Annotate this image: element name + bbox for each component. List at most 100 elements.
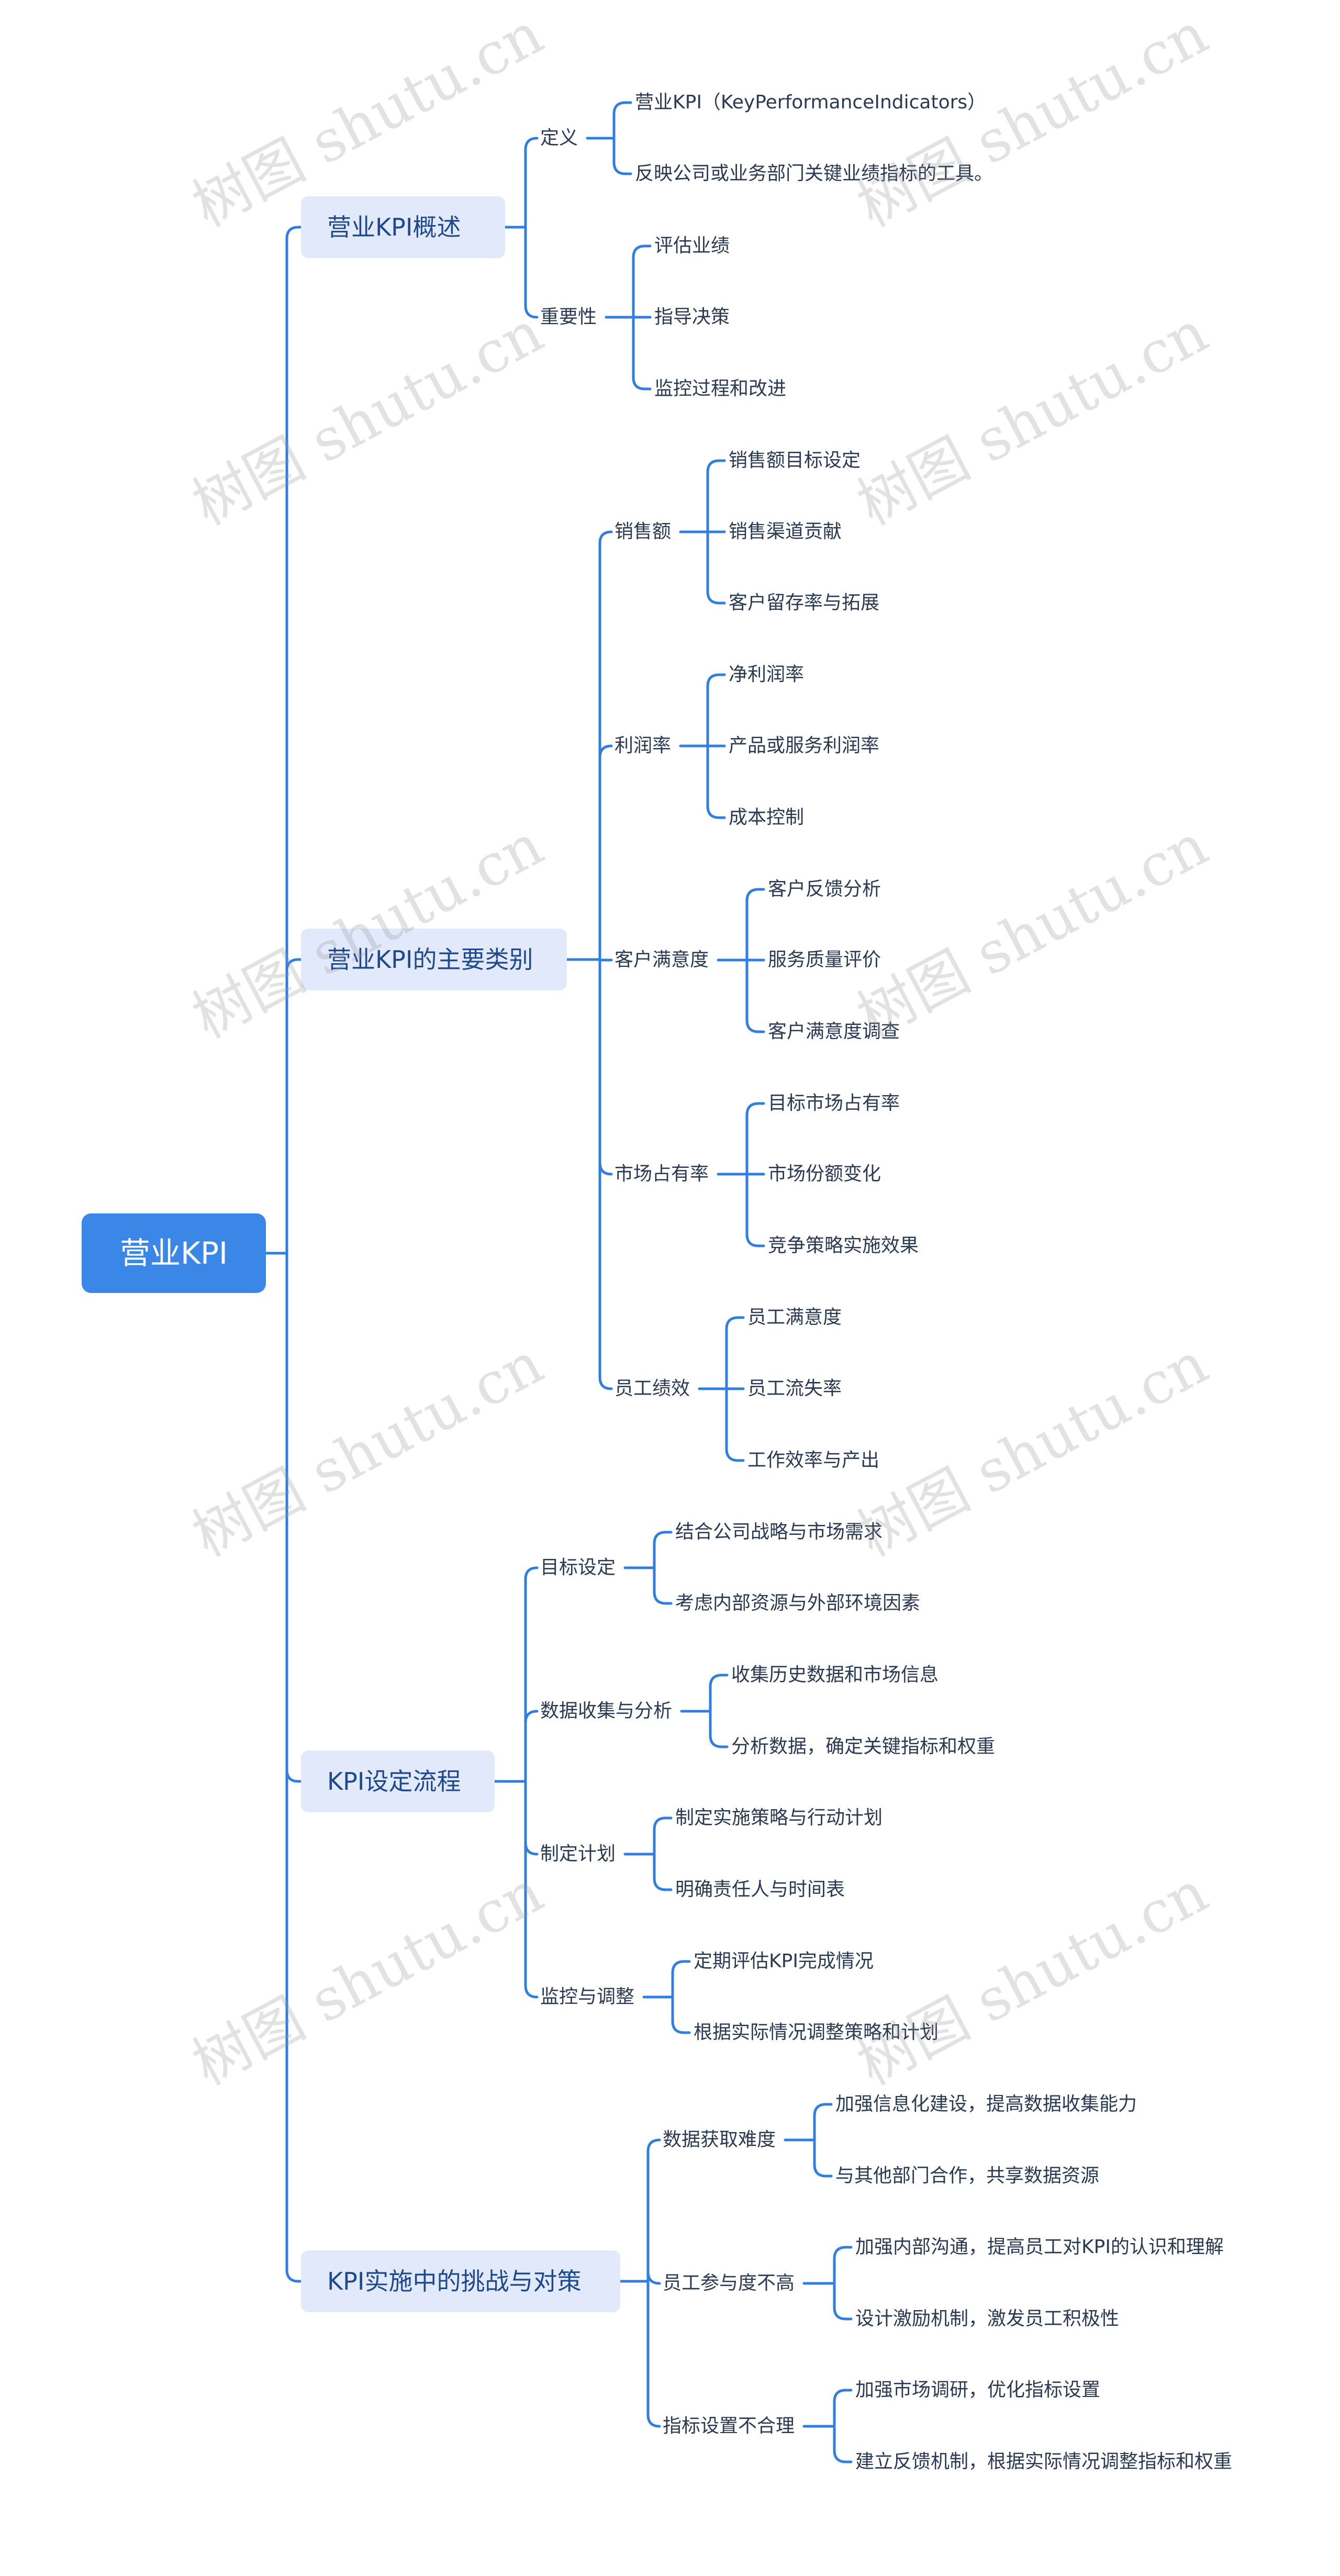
- connector-line: [706, 459, 726, 474]
- category-node[interactable]: 定义: [540, 127, 578, 149]
- connector-line: [833, 2449, 853, 2463]
- connector-line: [285, 226, 303, 240]
- connector-line: [598, 1161, 613, 1176]
- connector-line: [632, 376, 652, 391]
- connector-line: [653, 1816, 673, 1831]
- connector-line: [598, 744, 613, 759]
- category-node[interactable]: 监控与调整: [540, 1986, 635, 2008]
- connector-line: [833, 2246, 853, 2260]
- connector-line: [745, 1019, 765, 1033]
- category-node[interactable]: 重要性: [540, 306, 597, 328]
- leaf-node[interactable]: 建立反馈机制，根据实际情况调整指标和权重: [855, 2451, 1233, 2472]
- connector-line: [671, 1960, 691, 1975]
- connector-line: [833, 2306, 853, 2321]
- leaf-node[interactable]: 根据实际情况调整策略和计划: [694, 2022, 939, 2043]
- connector-line: [725, 1447, 745, 1462]
- connector-line: [524, 1566, 539, 1581]
- leaf-node[interactable]: 成本控制: [729, 807, 805, 828]
- category-node[interactable]: 利润率: [615, 735, 672, 756]
- leaf-node[interactable]: 加强市场调研，优化指标设置: [855, 2379, 1101, 2401]
- category-node[interactable]: 销售额: [615, 521, 672, 542]
- leaf-node[interactable]: 员工满意度: [747, 1307, 842, 1328]
- leaf-node[interactable]: 定期评估KPI完成情况: [694, 1950, 874, 1972]
- leaf-node[interactable]: 产品或服务利润率: [729, 735, 880, 756]
- connector-line: [653, 1531, 673, 1545]
- branch-node[interactable]: 营业KPI概述: [301, 196, 505, 258]
- category-node[interactable]: 员工绩效: [615, 1378, 690, 1399]
- connector-line: [813, 2103, 833, 2117]
- connector-line: [745, 888, 765, 902]
- leaf-node[interactable]: 员工流失率: [747, 1378, 842, 1399]
- leaf-node[interactable]: 设计激励机制，激发员工积极性: [855, 2308, 1120, 2329]
- leaf-node[interactable]: 与其他部门合作，共享数据资源: [835, 2165, 1100, 2187]
- connector-line: [646, 2138, 661, 2153]
- connector-line: [745, 1233, 765, 1247]
- category-node[interactable]: 数据收集与分析: [540, 1700, 673, 1722]
- connector-line: [706, 590, 726, 605]
- leaf-node[interactable]: 明确责任人与时间表: [675, 1879, 845, 1900]
- leaf-node[interactable]: 收集历史数据和市场信息: [731, 1664, 939, 1686]
- connector-line: [524, 304, 539, 319]
- leaf-node[interactable]: 目标市场占有率: [768, 1092, 900, 1114]
- leaf-node[interactable]: 考虑内部资源与外部环境因素: [675, 1592, 921, 1614]
- connector-line: [653, 1877, 673, 1891]
- leaf-node[interactable]: 评估业绩: [654, 235, 730, 257]
- leaf-node[interactable]: 监控过程和改进: [654, 378, 787, 399]
- leaf-node[interactable]: 加强内部沟通，提高员工对KPI的认识和理解: [855, 2236, 1224, 2258]
- connector-line: [612, 101, 632, 116]
- category-node[interactable]: 制定计划: [540, 1843, 616, 1865]
- connector-line: [524, 1710, 539, 1724]
- leaf-node[interactable]: 销售额目标设定: [729, 450, 861, 471]
- leaf-node[interactable]: 工作效率与产出: [747, 1449, 880, 1471]
- connector-line: [632, 244, 652, 259]
- branch-node[interactable]: KPI实施中的挑战与对策: [301, 2250, 620, 2312]
- category-node[interactable]: 员工参与度不高: [663, 2272, 795, 2294]
- connector-line: [598, 530, 613, 545]
- leaf-node[interactable]: 客户反馈分析: [768, 878, 881, 900]
- connector-line: [813, 2163, 833, 2178]
- connector-line: [598, 1376, 613, 1390]
- connector-line: [285, 958, 303, 973]
- connector-line: [612, 161, 632, 175]
- connector-line: [524, 1841, 539, 1856]
- leaf-node[interactable]: 加强信息化建设，提高数据收集能力: [835, 2093, 1137, 2115]
- leaf-node[interactable]: 客户留存率与拓展: [729, 592, 880, 614]
- leaf-node[interactable]: 结合公司战略与市场需求: [675, 1521, 883, 1543]
- connector-line: [671, 2020, 691, 2034]
- leaf-node[interactable]: 制定实施策略与行动计划: [675, 1807, 883, 1828]
- branch-node[interactable]: KPI设定流程: [301, 1750, 495, 1812]
- connector-line: [524, 1984, 539, 1999]
- connector-line: [709, 1734, 729, 1748]
- connector-line: [646, 2413, 661, 2428]
- root-node[interactable]: 营业KPI: [82, 1213, 266, 1293]
- leaf-node[interactable]: 竞争策略实施效果: [768, 1235, 919, 1256]
- connector-line: [285, 1768, 303, 1783]
- category-node[interactable]: 指标设置不合理: [663, 2415, 795, 2437]
- leaf-node[interactable]: 销售渠道贡献: [729, 521, 842, 542]
- leaf-node[interactable]: 指导决策: [654, 306, 730, 328]
- connector-line: [524, 137, 539, 151]
- category-node[interactable]: 市场占有率: [615, 1163, 709, 1185]
- connector-line: [709, 1674, 729, 1688]
- branch-node[interactable]: 营业KPI的主要类别: [301, 929, 567, 990]
- connector-line: [285, 2268, 303, 2283]
- leaf-node[interactable]: 服务质量评价: [768, 949, 881, 971]
- connector-line: [653, 1590, 673, 1605]
- category-node[interactable]: 数据获取难度: [663, 2129, 776, 2150]
- category-node[interactable]: 目标设定: [540, 1557, 616, 1578]
- leaf-node[interactable]: 反映公司或业务部门关键业绩指标的工具。: [635, 163, 993, 184]
- leaf-node[interactable]: 市场份额变化: [768, 1163, 881, 1185]
- connector-line: [706, 673, 726, 688]
- leaf-node[interactable]: 净利润率: [729, 664, 805, 685]
- connector-line: [833, 2389, 853, 2403]
- connector-line: [646, 2270, 661, 2285]
- leaf-node[interactable]: 营业KPI（KeyPerformanceIndicators）: [635, 92, 987, 113]
- connector-line: [745, 1102, 765, 1117]
- connector-line: [725, 1316, 745, 1331]
- leaf-node[interactable]: 客户满意度调查: [768, 1021, 900, 1042]
- leaf-node[interactable]: 分析数据，确定关键指标和权重: [731, 1736, 996, 1757]
- category-node[interactable]: 客户满意度: [615, 949, 709, 971]
- connector-line: [706, 805, 726, 819]
